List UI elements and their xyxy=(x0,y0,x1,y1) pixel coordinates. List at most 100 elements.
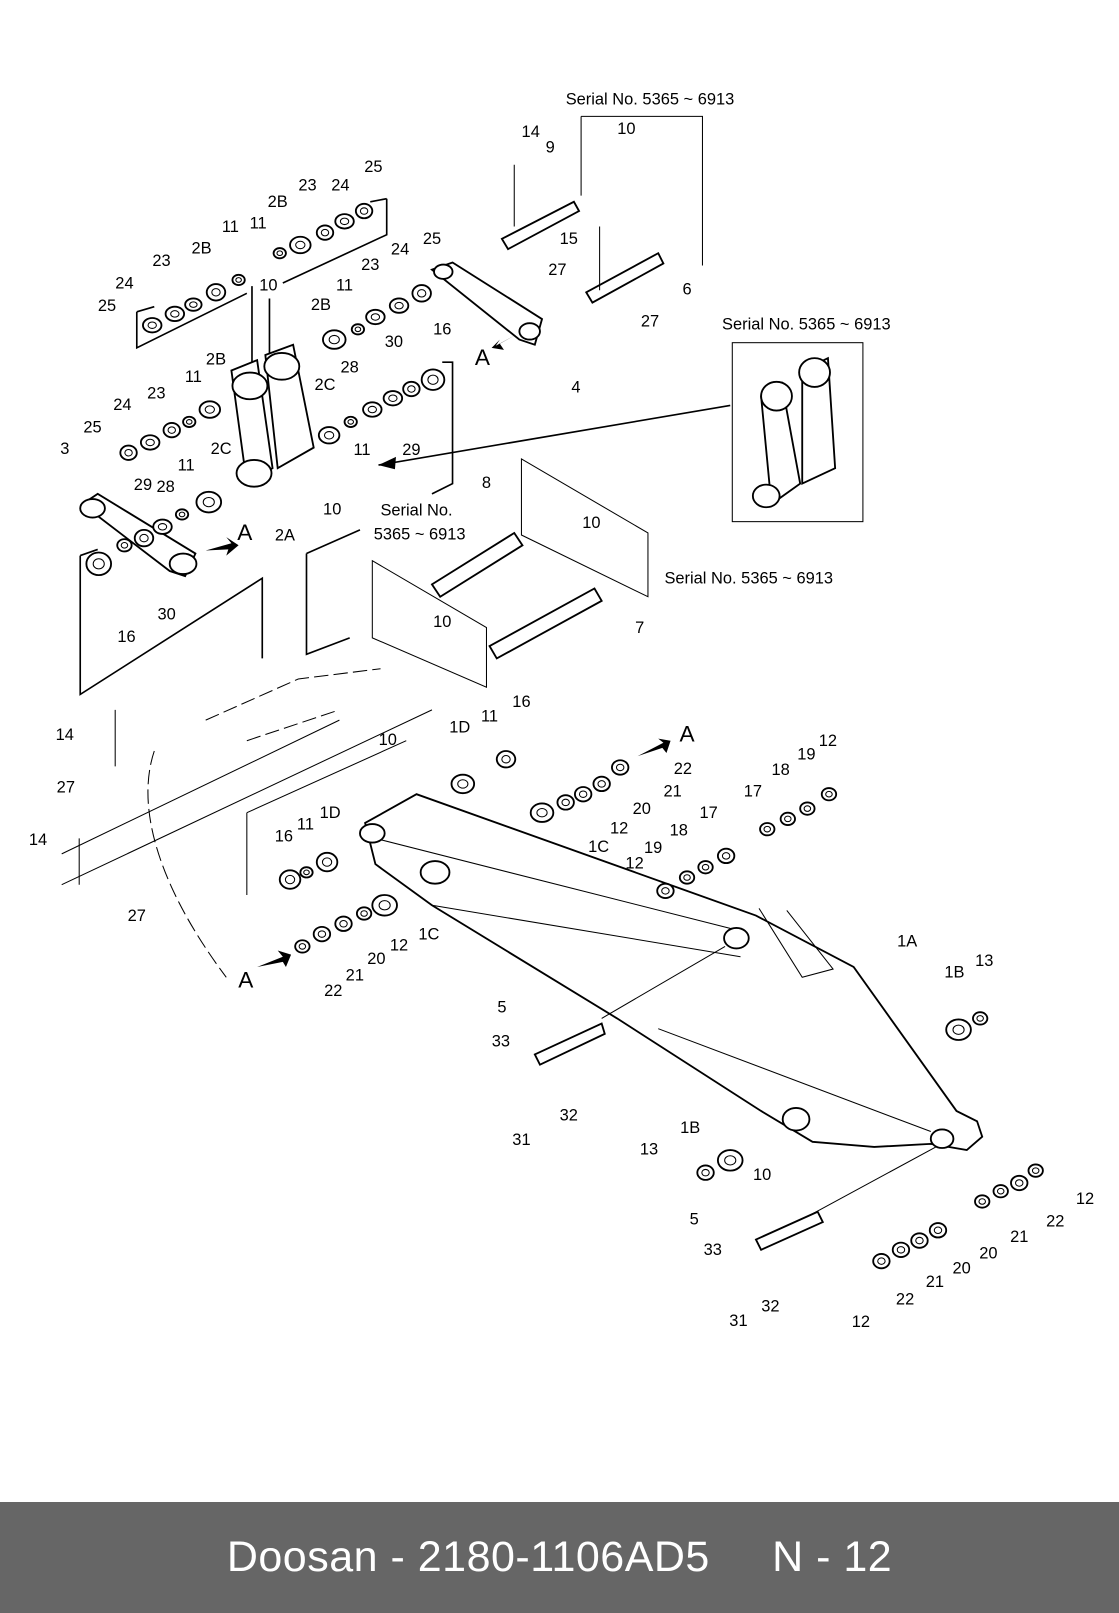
callout-label: 12 xyxy=(610,820,628,838)
serial-note-middle-2: 5365 ~ 6913 xyxy=(374,525,466,543)
washer-bore xyxy=(763,825,772,833)
washer xyxy=(420,368,446,391)
callout-label: 16 xyxy=(275,828,293,846)
washer xyxy=(116,538,133,553)
parts-diagram: Serial No. 5365 ~ 6913 Serial No. 5365 ~… xyxy=(29,90,1094,1331)
callout-label: 11 xyxy=(185,368,202,386)
washer xyxy=(317,426,341,445)
washer xyxy=(529,802,555,823)
washer xyxy=(910,1232,929,1249)
washer-bore xyxy=(360,910,368,917)
callout-label: 16 xyxy=(117,628,135,646)
washer-bore xyxy=(147,321,157,329)
washer xyxy=(382,390,404,407)
washer xyxy=(402,380,421,398)
washer xyxy=(195,490,223,514)
washer xyxy=(697,860,714,875)
callout-label: 30 xyxy=(385,333,403,351)
callout-label: 29 xyxy=(134,476,152,494)
washer-bore xyxy=(367,405,377,414)
view-a-label: A xyxy=(238,967,254,992)
callout-label: 22 xyxy=(674,760,692,778)
washer-bore xyxy=(724,1155,737,1166)
callout-label: 5 xyxy=(690,1210,699,1228)
callout-label: 2C xyxy=(211,440,232,458)
washer xyxy=(119,444,138,461)
washer xyxy=(334,915,353,932)
washer xyxy=(574,786,593,803)
washer-bore xyxy=(320,228,330,237)
callout-label: 22 xyxy=(1046,1212,1064,1230)
callout-label: 12 xyxy=(390,937,408,955)
washer xyxy=(182,415,197,428)
callout-label: 22 xyxy=(324,982,342,1000)
callout-label: 12 xyxy=(625,854,643,872)
washer-bore xyxy=(120,542,129,549)
callout-label: 11 xyxy=(250,215,267,233)
callout-label: 11 xyxy=(178,456,195,474)
footer-bar: Doosan - 2180-1106AD5 N - 12 xyxy=(0,1502,1119,1613)
callout-label: 21 xyxy=(926,1273,944,1291)
washer xyxy=(315,224,335,241)
washer xyxy=(184,297,203,312)
callout-label: 24 xyxy=(331,177,349,195)
callout-label: 12 xyxy=(1076,1190,1094,1208)
callout-label: 14 xyxy=(56,726,74,744)
washer-bore xyxy=(915,1236,924,1245)
washer xyxy=(411,284,432,303)
washer-bore xyxy=(407,385,416,393)
washer-bore xyxy=(561,798,570,807)
washers xyxy=(85,202,1044,1270)
washer-bore xyxy=(378,900,391,911)
callout-label: 23 xyxy=(298,177,316,195)
callout-label: 31 xyxy=(512,1131,530,1149)
washer xyxy=(820,787,838,802)
washer xyxy=(231,273,246,287)
washer xyxy=(142,317,163,334)
callout-label: 25 xyxy=(83,418,101,436)
washer xyxy=(205,283,227,302)
washer-bore xyxy=(721,852,731,860)
callout-label: 20 xyxy=(633,800,651,818)
washer xyxy=(371,894,398,917)
washer-bore xyxy=(167,426,176,434)
serial-note-inset: Serial No. 5365 ~ 6913 xyxy=(722,316,891,334)
washer-bore xyxy=(701,863,710,871)
washer xyxy=(592,775,611,793)
serial-note-right: Serial No. 5365 ~ 6913 xyxy=(664,570,833,588)
callout-label: 20 xyxy=(979,1244,997,1262)
callout-label: 22 xyxy=(896,1291,914,1309)
washer-bore xyxy=(170,310,180,318)
washer-bore xyxy=(701,1168,710,1177)
washer-bore xyxy=(394,301,404,310)
washer-bore xyxy=(295,240,306,250)
washer xyxy=(799,801,816,816)
callout-label: 14 xyxy=(522,123,540,141)
washer-bore xyxy=(298,943,307,950)
washer xyxy=(362,401,383,418)
washer-bore xyxy=(124,448,133,457)
washer-bore xyxy=(952,1024,965,1035)
washer-bore xyxy=(139,533,149,543)
callout-label: 21 xyxy=(663,782,681,800)
washer xyxy=(152,518,173,535)
pins xyxy=(78,164,937,1252)
washer-bore xyxy=(189,301,198,308)
washer-bore xyxy=(317,930,327,938)
washer xyxy=(974,1194,991,1209)
washer xyxy=(133,528,155,548)
callout-label: 2A xyxy=(275,526,295,544)
washer-bore xyxy=(976,1015,984,1022)
callout-label: 20 xyxy=(367,950,385,968)
washer xyxy=(294,939,311,954)
callout-label: 10 xyxy=(259,276,277,294)
washer-bore xyxy=(933,1226,943,1235)
washer-bore xyxy=(996,1187,1005,1195)
bracket-lines xyxy=(61,115,864,895)
washer-bore xyxy=(597,780,606,788)
washer-bore xyxy=(321,857,333,867)
callout-label: 24 xyxy=(391,240,409,258)
washer xyxy=(972,1011,989,1026)
washer-bore xyxy=(683,874,691,881)
washer-bore xyxy=(303,869,310,876)
